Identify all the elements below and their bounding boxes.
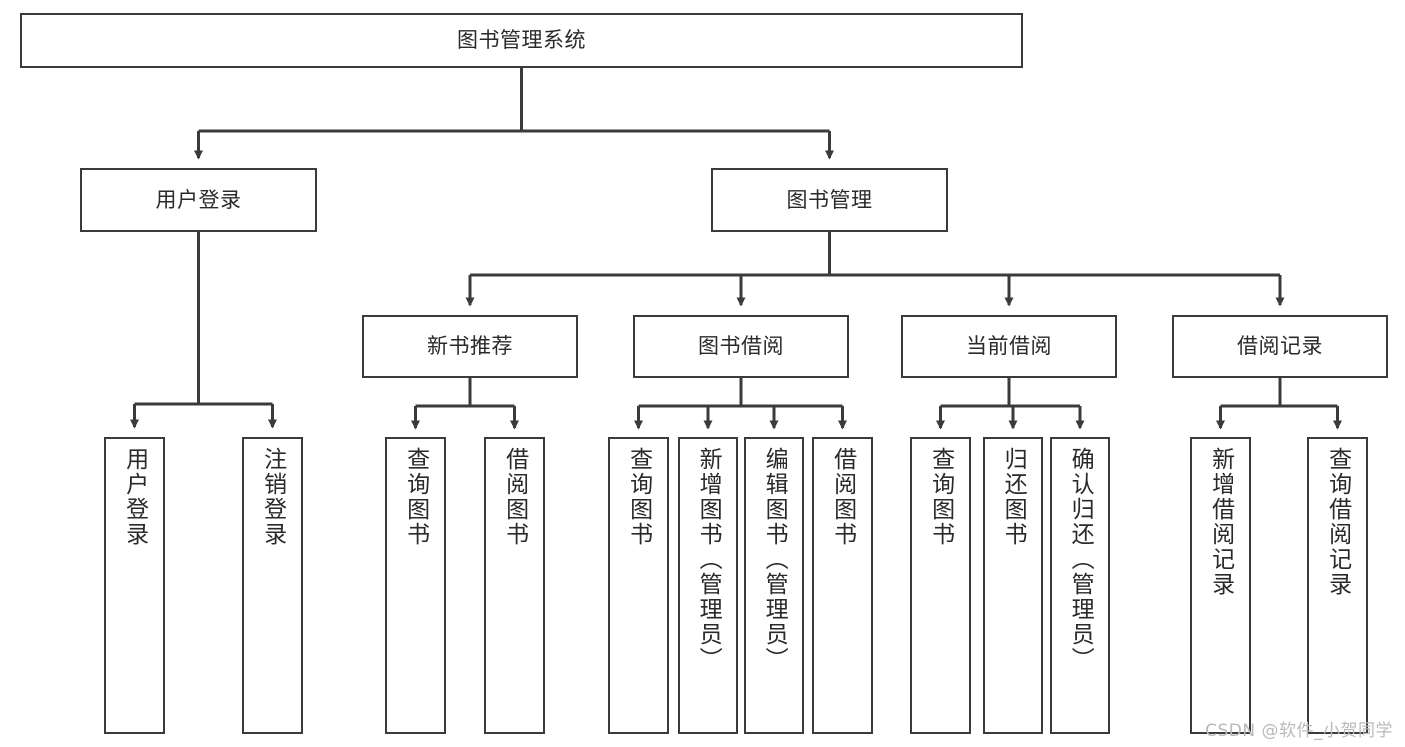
node-leaf-record-query[interactable]: 查询借阅记录 [1307,437,1368,734]
node-borrow-record-label: 借阅记录 [1237,334,1323,359]
node-leaf-rec-borrow-book[interactable]: 借阅图书 [484,437,545,734]
node-book-manage-label: 图书管理 [786,187,873,212]
node-book-manage[interactable]: 图书管理 [711,168,948,232]
node-leaf-rec-query-book[interactable]: 查询图书 [385,437,446,734]
node-user-login-label: 用户登录 [155,187,242,212]
node-leaf-current-query-book[interactable]: 查询图书 [910,437,971,734]
csdn-watermark: CSDN @软件_小贺同学 [1205,721,1393,741]
node-leaf-record-query-label: 查询借阅记录 [1324,447,1351,597]
node-root-label: 图书管理系统 [457,28,586,53]
node-user-login[interactable]: 用户登录 [80,168,317,232]
node-borrow-record[interactable]: 借阅记录 [1172,315,1388,378]
node-leaf-rec-query-book-label: 查询图书 [402,447,429,547]
node-leaf-user-logout-label: 注销登录 [259,447,286,547]
node-leaf-record-add[interactable]: 新增借阅记录 [1190,437,1251,734]
node-leaf-borrow-edit-book-label: 编辑图书（管理员） [761,447,788,672]
node-leaf-current-confirm-return[interactable]: 确认归还（管理员） [1050,437,1110,734]
node-root-system[interactable]: 图书管理系统 [20,13,1023,68]
node-leaf-user-login[interactable]: 用户登录 [104,437,165,734]
node-leaf-borrow-query-book[interactable]: 查询图书 [608,437,669,734]
node-current-borrow-label: 当前借阅 [966,334,1052,359]
node-leaf-current-query-book-label: 查询图书 [927,447,954,547]
node-leaf-borrow-add-book[interactable]: 新增图书（管理员） [678,437,738,734]
node-new-book-rec-label: 新书推荐 [427,334,513,359]
node-new-book-rec[interactable]: 新书推荐 [362,315,578,378]
node-leaf-current-return-book[interactable]: 归还图书 [983,437,1043,734]
node-leaf-borrow-edit-book[interactable]: 编辑图书（管理员） [744,437,804,734]
node-leaf-rec-borrow-book-label: 借阅图书 [501,447,528,547]
node-book-borrow[interactable]: 图书借阅 [633,315,849,378]
node-leaf-user-logout[interactable]: 注销登录 [242,437,303,734]
node-leaf-borrow-add-book-label: 新增图书（管理员） [695,447,722,672]
node-leaf-borrow-query-book-label: 查询图书 [625,447,652,547]
node-leaf-current-return-book-label: 归还图书 [1000,447,1027,547]
node-leaf-user-login-label: 用户登录 [121,447,148,547]
node-book-borrow-label: 图书借阅 [698,334,784,359]
node-leaf-record-add-label: 新增借阅记录 [1207,447,1234,597]
node-leaf-borrow-borrow-book[interactable]: 借阅图书 [812,437,873,734]
node-leaf-current-confirm-return-label: 确认归还（管理员） [1067,447,1094,672]
node-leaf-borrow-borrow-book-label: 借阅图书 [829,447,856,547]
node-current-borrow[interactable]: 当前借阅 [901,315,1117,378]
